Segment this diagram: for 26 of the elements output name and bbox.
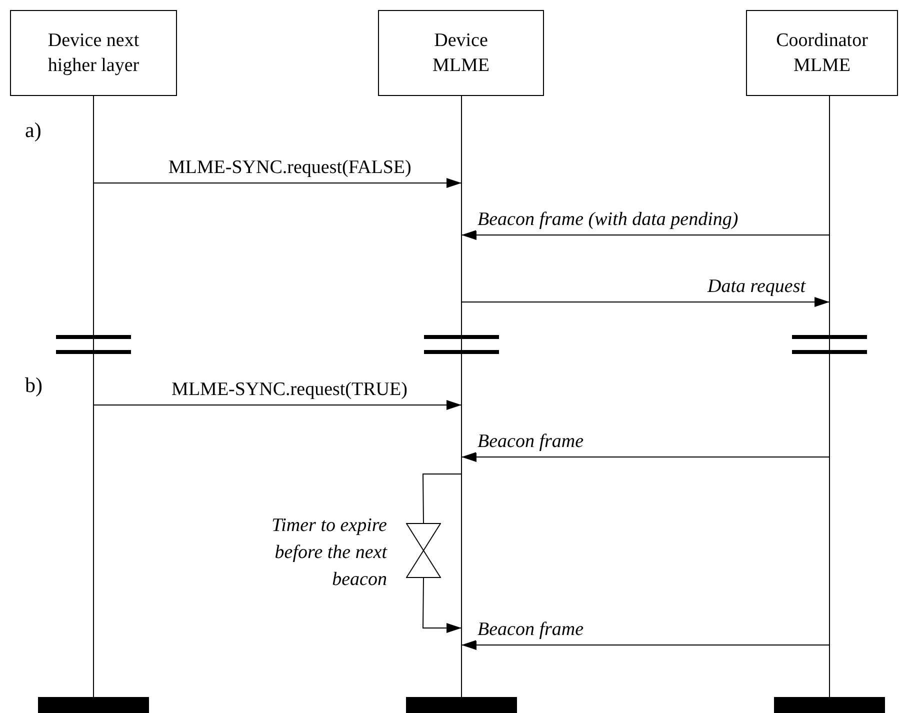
message-label: Beacon frame <box>476 431 586 453</box>
timer-line <box>422 578 462 633</box>
message-label: Beacon frame (with data pending) <box>476 209 740 231</box>
message-label: Beacon frame <box>476 619 586 641</box>
timer-line <box>422 474 462 524</box>
lifeline-end-bar <box>38 697 149 713</box>
lifeline <box>828 96 830 697</box>
message-label: MLME-SYNC.request(FALSE) <box>166 157 414 179</box>
lifeline-header-box: Device next higher layer <box>10 10 177 96</box>
message-arrow <box>461 640 830 650</box>
message-arrow <box>93 178 462 188</box>
lifeline <box>460 96 462 697</box>
section-label: a) <box>25 118 42 142</box>
lifeline-header-box: Device MLME <box>378 10 544 96</box>
message-arrow <box>461 297 830 307</box>
lifeline-end-bar <box>406 697 517 713</box>
timer-hourglass-icon <box>406 523 441 578</box>
lifeline-end-bar <box>774 697 885 713</box>
message-arrow <box>461 452 830 462</box>
message-arrow <box>461 230 830 240</box>
section-label: b) <box>25 373 42 397</box>
lifeline-header-box: Coordinator MLME <box>746 10 898 96</box>
message-label: MLME-SYNC.request(TRUE) <box>170 379 410 401</box>
message-arrow <box>93 400 462 410</box>
lifeline <box>92 96 94 697</box>
timer-label: Timer to expire before the next beacon <box>270 514 387 592</box>
